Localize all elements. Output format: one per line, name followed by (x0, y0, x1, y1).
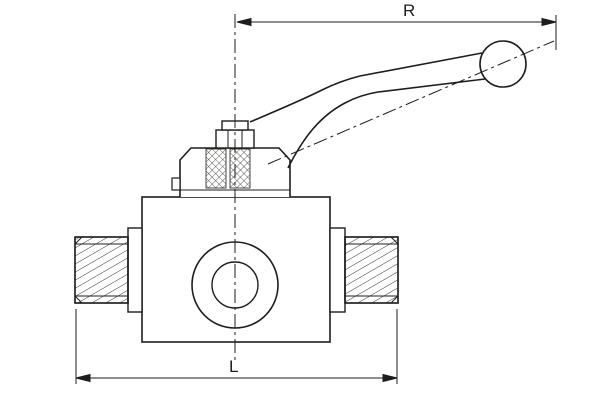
stem-thread-band-left (205, 148, 227, 189)
dim-l-arrow-left (75, 373, 91, 383)
left-thread-chamfers (74, 236, 83, 304)
right-port (329, 227, 399, 313)
right-thread-outline (344, 236, 399, 304)
centerlines (234, 14, 555, 360)
ball-knob (479, 40, 527, 88)
handle-bottom-edge (287, 78, 486, 169)
dimension-r-label: R (403, 1, 415, 20)
stem-nut (171, 120, 291, 197)
dim-r-arrow-right (541, 17, 557, 27)
left-thread-outline (74, 236, 129, 304)
stem-block-lines (227, 130, 243, 148)
right-thread-chamfers (390, 236, 399, 304)
left-flange (127, 227, 143, 313)
left-port (74, 227, 143, 313)
dim-r-arrow-left (236, 17, 252, 27)
stem-thread-band-right (229, 148, 251, 189)
dimension-l: L (75, 309, 398, 384)
right-flange (329, 227, 346, 313)
dimension-l-label: L (229, 357, 238, 376)
handle-lever (249, 40, 527, 169)
left-thread-body (74, 236, 129, 304)
centerline-handle (267, 40, 555, 165)
right-thread-body (344, 236, 399, 304)
side-tab (171, 177, 181, 191)
dimension-r: R (236, 1, 557, 50)
dim-l-arrow-right (382, 373, 398, 383)
left-thread-crest-lines (75, 243, 128, 297)
handle-top-edge (249, 52, 483, 123)
right-thread-crest-lines (345, 243, 398, 297)
